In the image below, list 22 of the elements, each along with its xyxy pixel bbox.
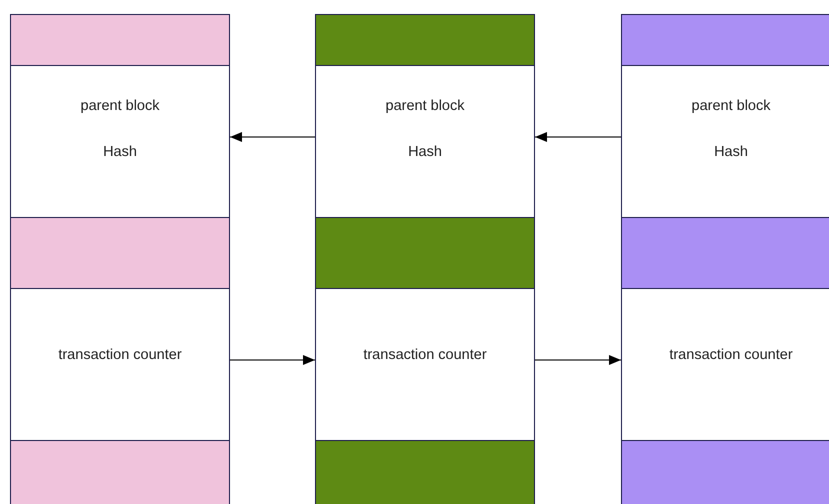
color-band <box>315 217 535 289</box>
color-band <box>621 14 829 66</box>
color-band <box>621 217 829 289</box>
field-label: Hash <box>714 144 748 160</box>
color-band <box>10 440 230 504</box>
field-label: parent block <box>386 98 464 114</box>
arrow <box>230 355 316 365</box>
color-band <box>315 440 535 504</box>
color-band <box>10 14 230 66</box>
field-label: transaction counter <box>58 347 182 363</box>
arrow <box>534 355 622 365</box>
field-label: Hash <box>408 144 442 160</box>
field-label: parent block <box>80 98 160 114</box>
arrow <box>534 132 622 142</box>
field-label: transaction counter <box>363 347 487 363</box>
arrow <box>230 132 316 142</box>
color-band <box>621 440 829 504</box>
color-band <box>10 217 230 289</box>
field-label: Hash <box>103 144 137 160</box>
field-label: transaction counter <box>669 347 793 363</box>
color-band <box>315 14 535 66</box>
field-label: parent block <box>692 98 770 114</box>
